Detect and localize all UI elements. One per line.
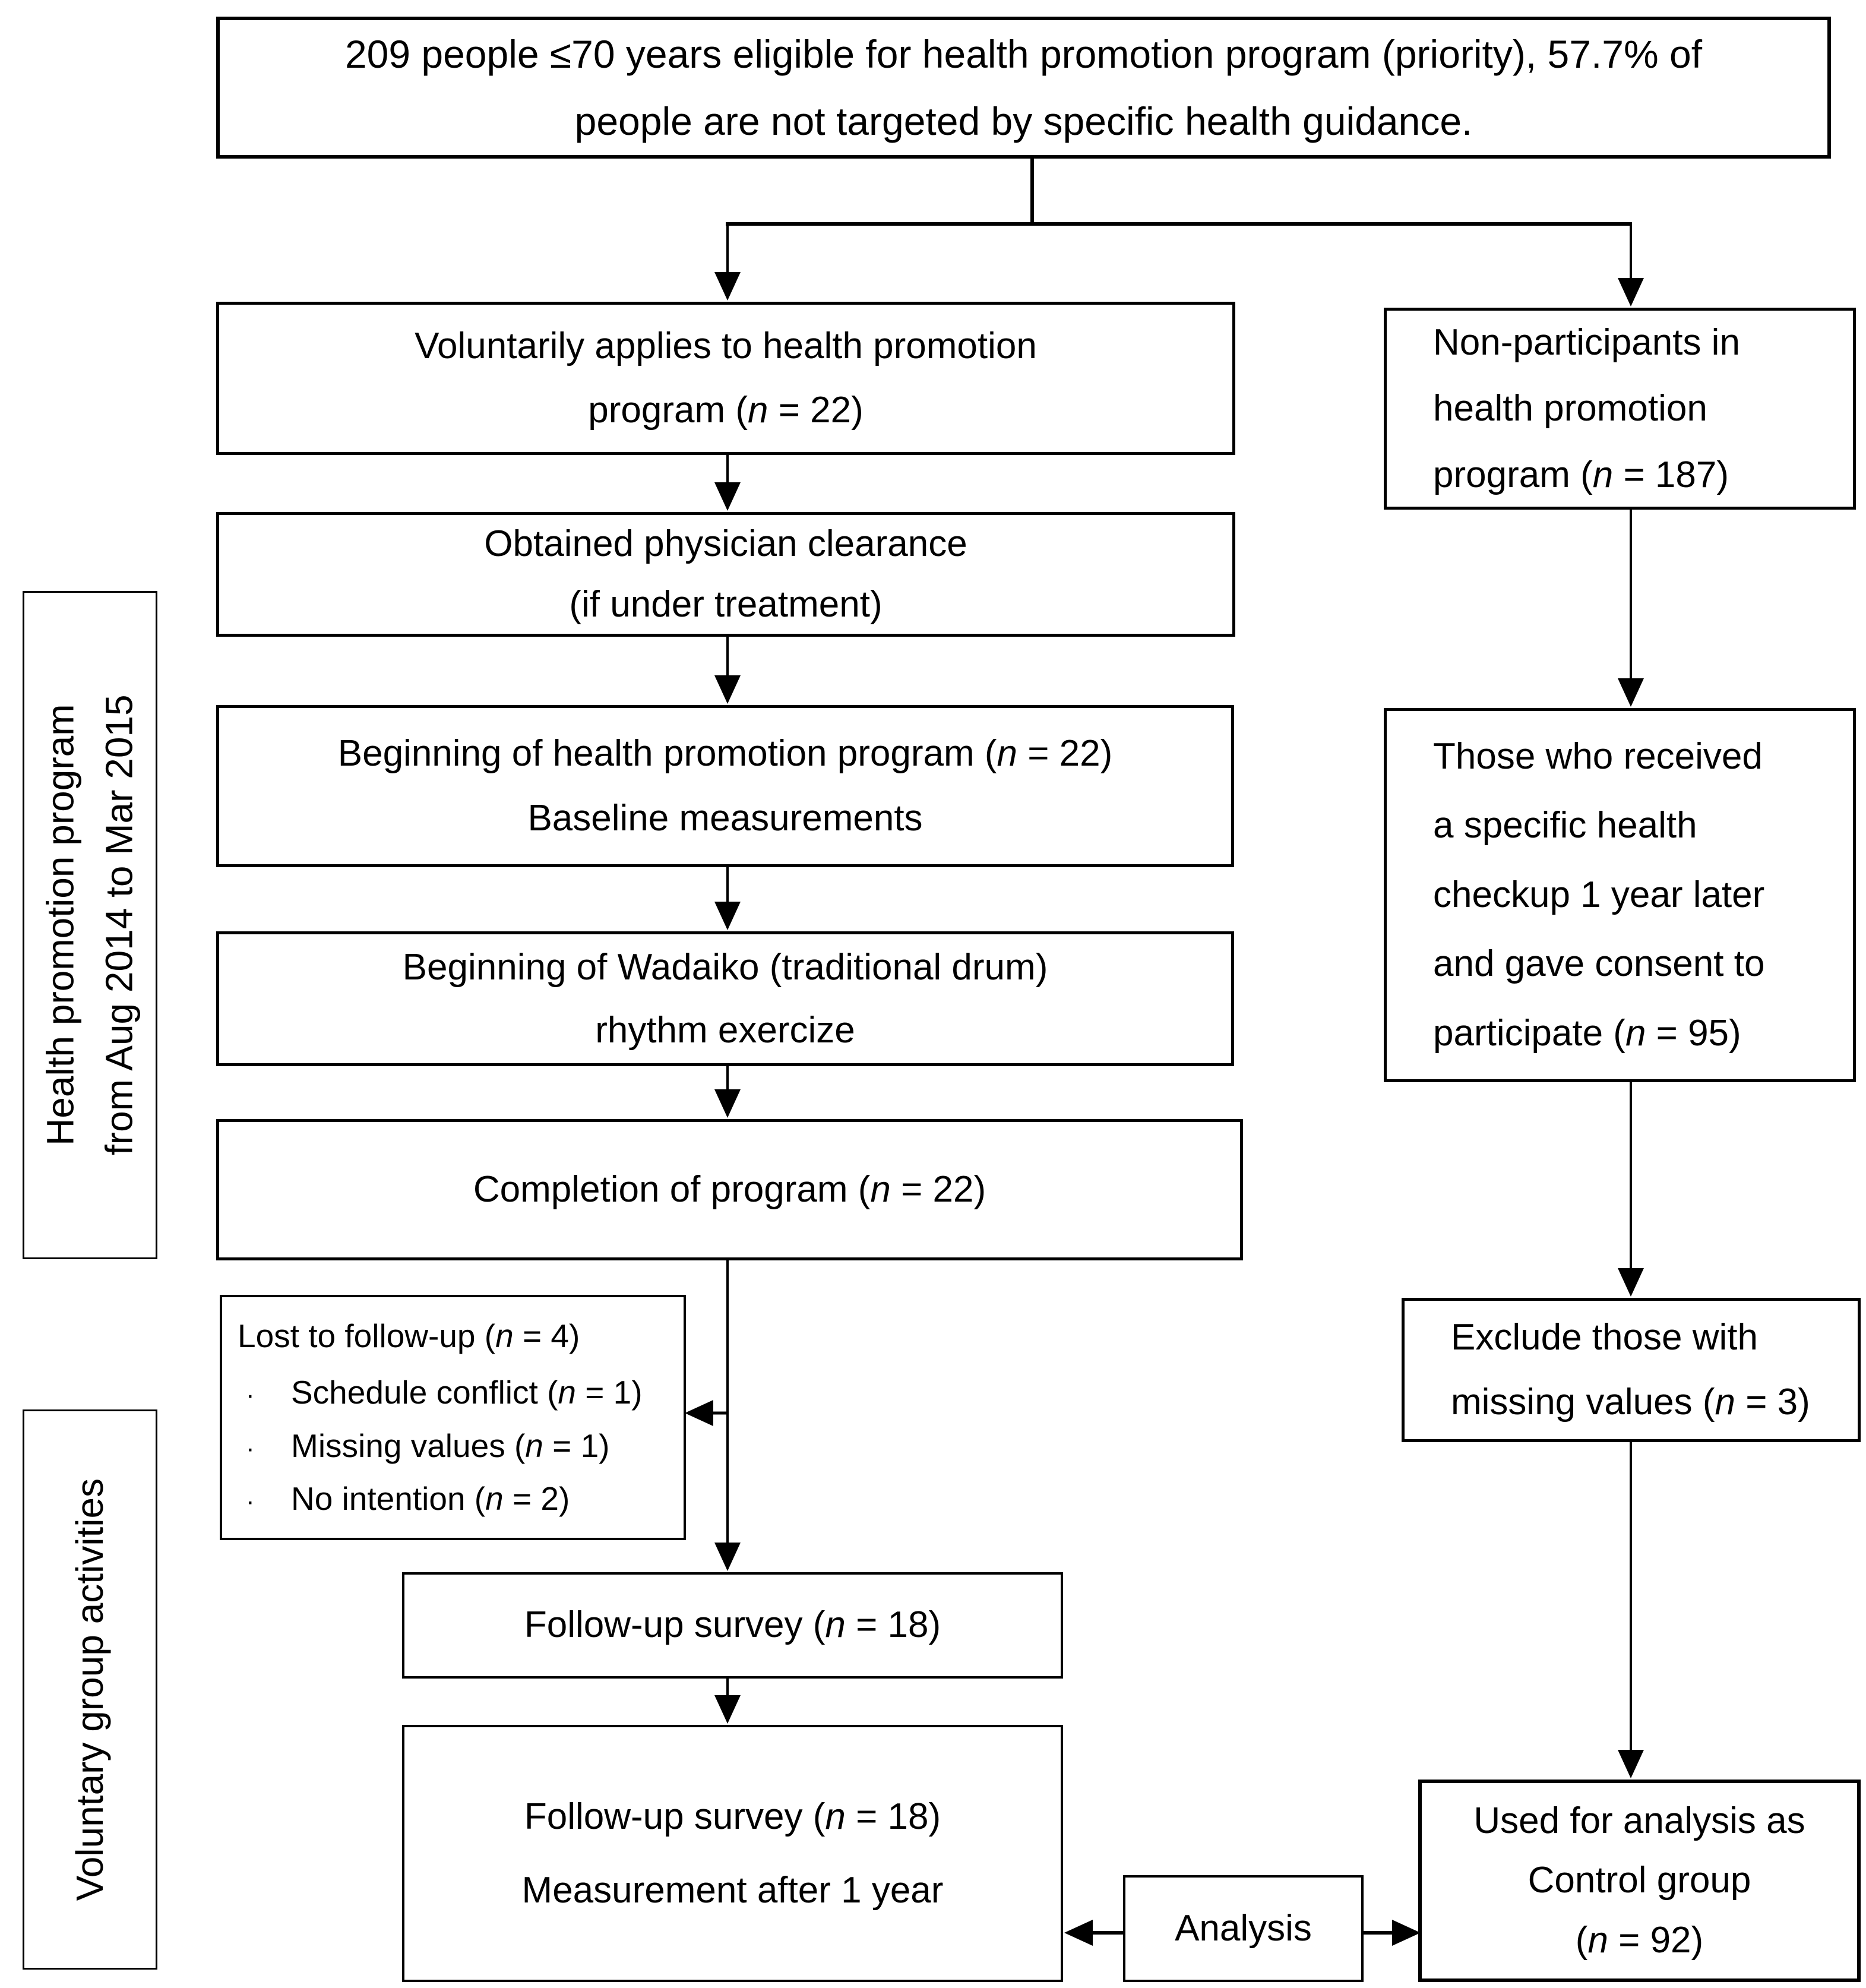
box-program-beginning: Beginning of health promotion program (n… — [216, 705, 1234, 867]
arrowhead-into-apply — [714, 272, 741, 301]
box-physician-clearance: Obtained physician clearance(if under tr… — [216, 512, 1235, 637]
box-lost-to-followup: Lost to follow-up (n = 4) · Schedule con… — [220, 1295, 686, 1540]
box-lost-to-followup-text: Lost to follow-up (n = 4) · Schedule con… — [222, 1298, 684, 1537]
box-program-beginning-text: Beginning of health promotion program (n… — [337, 733, 1113, 839]
side-label-voluntary-group-activities: Voluntary group activities — [23, 1409, 157, 1970]
box-wadaiko-exercise: Beginning of Wadaiko (traditional drum)r… — [216, 931, 1234, 1066]
box-analysis: Analysis — [1123, 1875, 1364, 1982]
arrowhead-into-control — [1618, 1750, 1644, 1778]
lost-title: Lost to follow-up (n = 4) — [238, 1317, 580, 1355]
arrowhead-into-wadaiko — [714, 902, 741, 930]
lost-bullet-text: No intention (n = 2) — [291, 1480, 570, 1517]
arrowhead-into-begin — [714, 675, 741, 704]
box-program-completion-text: Completion of program (n = 22) — [473, 1168, 986, 1210]
box-followup-measurement: Follow-up survey (n = 18)Measurement aft… — [402, 1725, 1063, 1982]
box-analysis-text: Analysis — [1175, 1907, 1312, 1949]
arrowhead-into-fu2-from-analysis — [1064, 1920, 1093, 1946]
bullet-icon: · — [246, 1433, 255, 1463]
box-eligible-text: 209 people ≤70 years eligible for health… — [344, 32, 1703, 143]
arrowhead-into-fu1 — [714, 1543, 741, 1571]
arrowhead-into-exclude — [1618, 1268, 1644, 1297]
arrowhead-into-control-from-analysis — [1392, 1920, 1421, 1946]
arrowhead-into-clearance — [714, 482, 741, 511]
lost-bullet-row: · Schedule conflict (n = 1) — [238, 1366, 678, 1419]
arrowhead-into-fu2 — [714, 1695, 741, 1724]
arrowhead-into-lost — [685, 1400, 713, 1426]
box-followup-measurement-text: Follow-up survey (n = 18)Measurement aft… — [521, 1796, 944, 1911]
arrowhead-into-completion — [714, 1089, 741, 1118]
box-followup-survey: Follow-up survey (n = 18) — [402, 1572, 1063, 1679]
arrowhead-into-nonparticipants — [1618, 278, 1644, 306]
lost-bullet-text: Schedule conflict (n = 1) — [291, 1374, 643, 1411]
lost-bullet-row: · No intention (n = 2) — [238, 1472, 678, 1525]
lost-bullet-text: Missing values (n = 1) — [291, 1427, 610, 1464]
box-wadaiko-exercise-text: Beginning of Wadaiko (traditional drum)r… — [402, 947, 1048, 1051]
box-physician-clearance-text: Obtained physician clearance(if under tr… — [484, 523, 967, 625]
side-label-voluntary-group-activities-text: Voluntary group activities — [68, 1478, 111, 1901]
lost-bullet-row: · Missing values (n = 1) — [238, 1420, 678, 1472]
arrowhead-into-checkup — [1618, 678, 1644, 707]
box-program-completion: Completion of program (n = 22) — [216, 1119, 1243, 1260]
bullet-icon: · — [246, 1380, 255, 1410]
box-followup-survey-text: Follow-up survey (n = 18) — [524, 1604, 941, 1646]
bullet-icon: · — [246, 1486, 255, 1516]
box-eligible-population: 209 people ≤70 years eligible for health… — [216, 17, 1831, 159]
